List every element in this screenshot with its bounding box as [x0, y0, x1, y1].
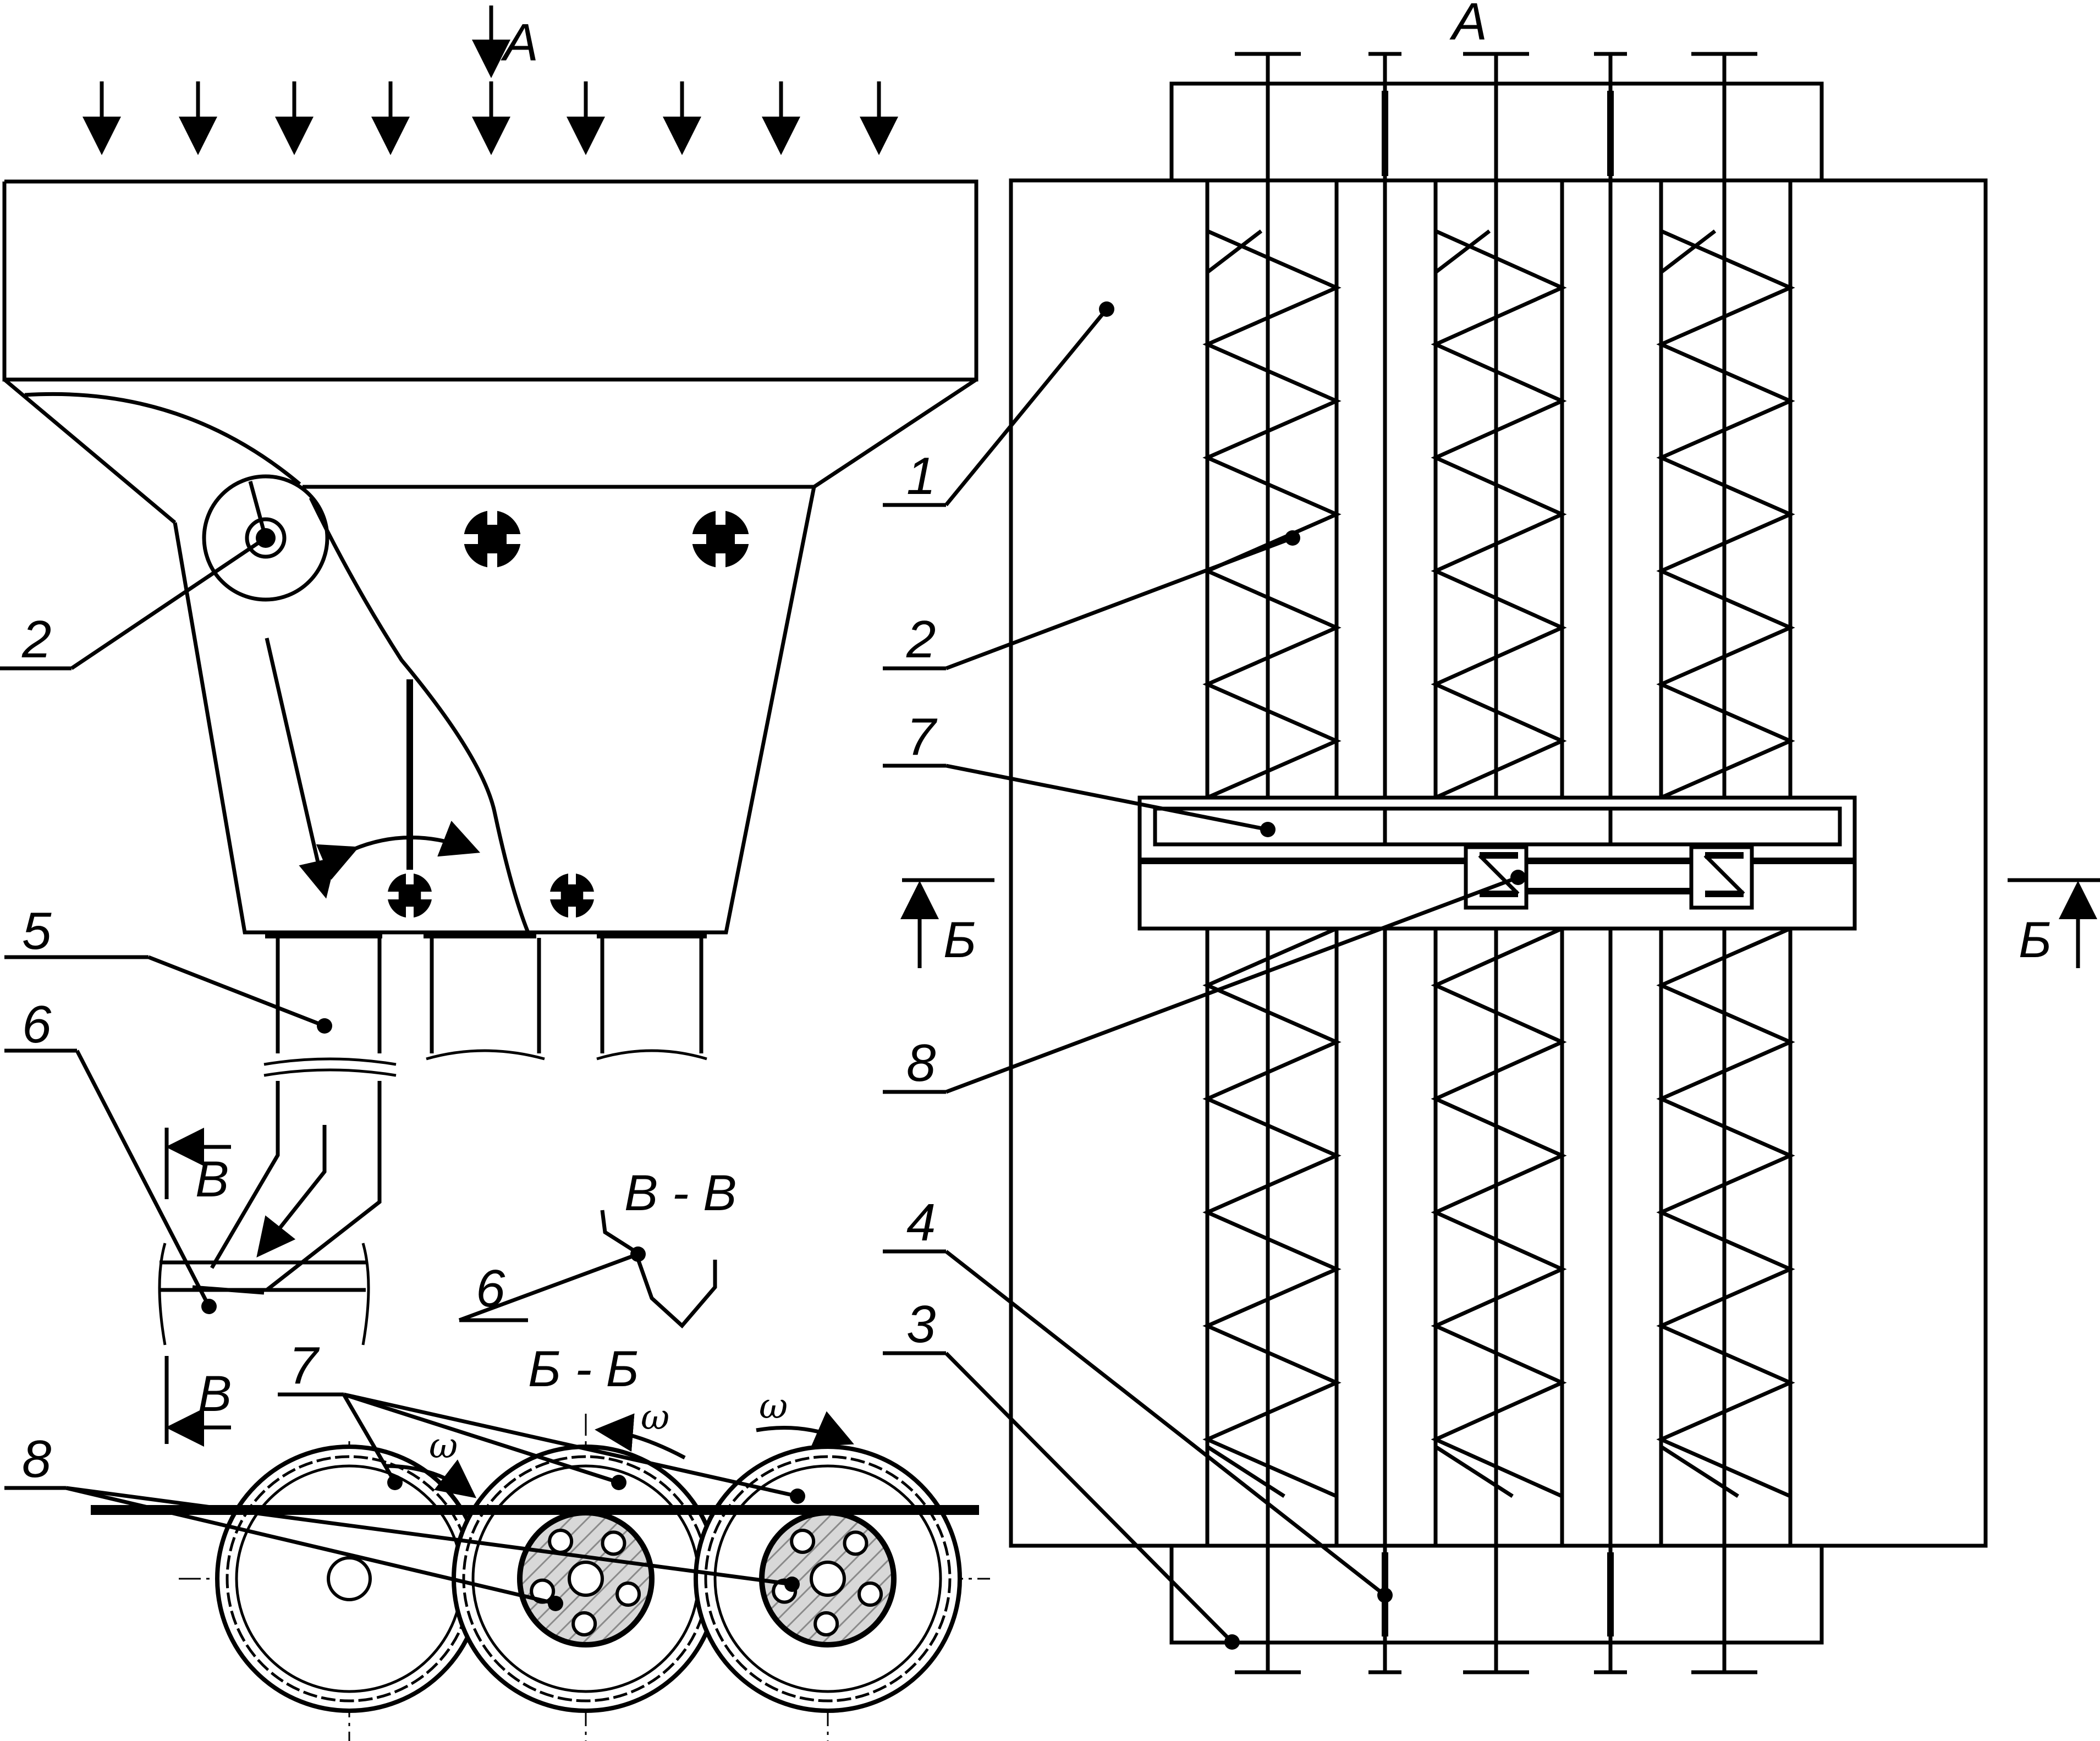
callout-2-right: 2 [906, 610, 936, 669]
callout-8-left: 8 [22, 1430, 51, 1489]
callout-8-right: 8 [906, 1034, 936, 1092]
roller-inner [713, 1464, 942, 1693]
spring-coil [1431, 229, 1567, 800]
omega-2: ω [641, 1397, 669, 1438]
spring-tip [1206, 229, 1263, 274]
spring-coil [1202, 229, 1342, 800]
right-callouts: 1 2 7 8 4 3 [883, 301, 1526, 1650]
seed-tubes [210, 938, 707, 1292]
roller-bore [327, 1556, 372, 1601]
left-callouts: 2 5 6 [0, 530, 332, 1314]
section-bb-title: Б - Б [528, 1341, 639, 1397]
coulter-channel [158, 1243, 370, 1345]
section-v-bottom-label: В [198, 1366, 232, 1422]
hub-bolt [790, 1529, 816, 1555]
swing-arrow-icon [316, 821, 481, 880]
section-b-right-label: Б [2019, 912, 2052, 968]
callout-6: 6 [22, 995, 52, 1054]
hub-bolt [601, 1530, 626, 1556]
hub-bolt [615, 1581, 641, 1607]
spring-tip [1660, 1445, 1739, 1498]
callout-3: 3 [906, 1295, 936, 1354]
section-vv-profile: В - В 6 [458, 1165, 736, 1329]
hub-bolt [843, 1530, 868, 1556]
spring-tip [1434, 229, 1491, 274]
omega-1: ω [429, 1426, 458, 1467]
callout-6-section: 6 [476, 1259, 505, 1318]
callout-5: 5 [22, 902, 52, 960]
top-flow-arrows [83, 81, 898, 155]
callout-2-left: 2 [21, 610, 51, 669]
spring-tip [1206, 1445, 1285, 1498]
callout-7-right: 7 [906, 707, 938, 766]
section-b-left-label: Б [943, 912, 976, 968]
section-bb-rollers: Б - Б ω ω ω 7 8 [4, 1336, 990, 1741]
hub-bolt [813, 1611, 839, 1636]
hub-bolt [571, 1611, 597, 1636]
cross-slot-nut-icon [384, 506, 754, 921]
flow-direction-arrow [265, 638, 337, 899]
section-vv-title: В - В [624, 1165, 736, 1221]
spring-tip [1659, 229, 1717, 274]
view-a-right-label: А [1449, 0, 1487, 51]
spring-coil [1431, 926, 1567, 1498]
callout-4: 4 [906, 1193, 936, 1252]
hub-bore [568, 1561, 604, 1597]
callout-7-left: 7 [289, 1336, 320, 1395]
spring-coil [1202, 926, 1342, 1498]
section-b-markers: Б Б [900, 878, 2100, 968]
spring-coil [1656, 229, 1795, 800]
roller-ring [704, 1455, 952, 1702]
view-a-label: А [501, 13, 538, 72]
hub-bore [810, 1561, 846, 1597]
omega-3: ω [759, 1386, 788, 1427]
hub-bolt [857, 1581, 883, 1607]
section-v-top-label: В [195, 1151, 229, 1207]
callout-1: 1 [906, 447, 936, 506]
spring-tip [1434, 1445, 1514, 1498]
view-a-arrow: А [472, 6, 538, 78]
spring-coil [1656, 926, 1795, 1498]
section-vv-marker: В В [164, 1128, 232, 1447]
hub-bolt [548, 1529, 574, 1555]
view-a-frame: А [1009, 0, 1988, 1674]
